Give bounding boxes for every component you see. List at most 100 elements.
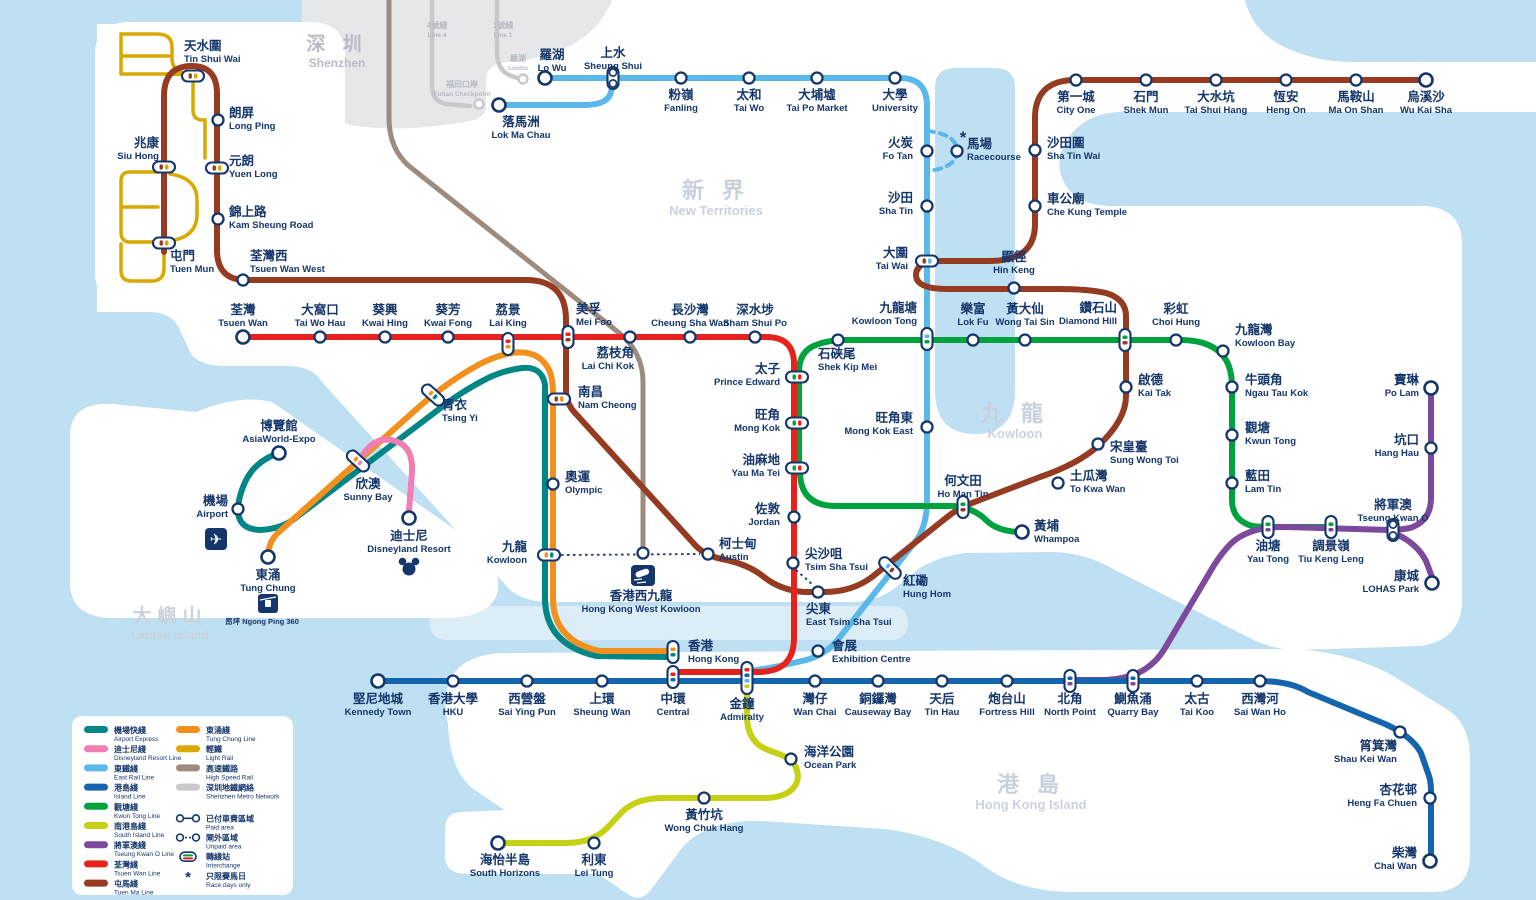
station-marker-tin-shui-wai[interactable] (180, 69, 206, 83)
station-marker-wan-chai[interactable] (808, 674, 822, 688)
station-marker-siu-hong[interactable] (151, 160, 177, 174)
station-marker-kowloon[interactable] (536, 548, 562, 562)
station-marker-east-tsim-sha-tsui[interactable] (811, 585, 825, 599)
station-marker-lam-tin[interactable] (1225, 476, 1239, 490)
station-marker-choi-hung[interactable] (1169, 333, 1183, 347)
station-marker-airport[interactable] (231, 502, 245, 516)
station-marker-tung-chung[interactable] (260, 549, 276, 565)
station-marker-tsuen-wan-west[interactable] (236, 273, 250, 287)
station-marker-tai-po-market[interactable] (810, 71, 824, 85)
station-marker-cheung-sha-wan[interactable] (683, 330, 697, 344)
station-marker-wong-chuk-hang[interactable] (697, 791, 711, 805)
station-marker-racecourse[interactable] (950, 144, 964, 158)
station-marker-tin-hau[interactable] (935, 674, 949, 688)
station-marker-fanling[interactable] (674, 71, 688, 85)
station-marker-sung-wong-toi[interactable] (1091, 437, 1105, 451)
station-marker-lok-ma-chau[interactable] (491, 97, 507, 113)
station-marker-sheung-shui[interactable] (606, 65, 620, 91)
station-marker-yuen-long[interactable] (204, 161, 230, 175)
station-marker-wu-kai-sha[interactable] (1418, 72, 1434, 88)
station-marker-olympic[interactable] (546, 477, 560, 491)
station-marker-kowloon-tong[interactable] (920, 326, 934, 352)
station-marker-shek-mun[interactable] (1139, 73, 1153, 87)
station-marker-kai-tak[interactable] (1119, 380, 1133, 394)
station-marker-central[interactable] (666, 664, 680, 690)
station-marker-yau-ma-tei[interactable] (784, 461, 810, 475)
station-marker-asiaworld-expo[interactable] (271, 445, 287, 461)
station-marker-hang-hau[interactable] (1424, 441, 1438, 455)
station-marker-tai-koo[interactable] (1190, 674, 1204, 688)
station-marker-tai-wai[interactable] (914, 254, 940, 268)
station-marker-hin-keng[interactable] (1007, 281, 1021, 295)
station-marker-sha-tin[interactable] (920, 199, 934, 213)
station-marker-fo-tan[interactable] (920, 144, 934, 158)
station-marker-austin[interactable] (701, 547, 715, 561)
station-marker-long-ping[interactable] (211, 113, 225, 127)
station-marker-lok-fu[interactable] (966, 333, 980, 347)
station-marker-tai-shui-hang[interactable] (1209, 73, 1223, 87)
station-marker-heng-fa-chuen[interactable] (1423, 791, 1437, 805)
station-marker-quarry-bay[interactable] (1126, 668, 1140, 694)
station-marker-hung-hom[interactable] (877, 555, 903, 581)
station-marker-hong-kong-west-kowloon[interactable] (636, 546, 650, 560)
station-marker-sham-shui-po[interactable] (748, 330, 762, 344)
station-marker-chai-wan[interactable] (1422, 853, 1438, 869)
station-marker-tuen-mun[interactable] (151, 236, 177, 250)
station-marker-to-kwa-wan[interactable] (1051, 476, 1065, 490)
station-marker-diamond-hill[interactable] (1118, 327, 1132, 353)
station-marker-south-horizons[interactable] (490, 835, 506, 851)
station-marker-city-one[interactable] (1069, 73, 1083, 87)
station-marker-kwai-hing[interactable] (378, 330, 392, 344)
station-marker-che-kung-temple[interactable] (1028, 199, 1042, 213)
station-marker-wong-tai-sin[interactable] (1018, 333, 1032, 347)
station-marker-yau-tong[interactable] (1261, 514, 1275, 540)
station-marker-lei-tung[interactable] (587, 836, 601, 850)
station-marker-lohas-park[interactable] (1424, 575, 1440, 591)
station-marker-university[interactable] (888, 71, 902, 85)
station-marker-shek-kip-mei[interactable] (831, 333, 845, 347)
station-marker-tai-wo-hau[interactable] (313, 330, 327, 344)
station-marker-po-lam[interactable] (1423, 380, 1439, 396)
station-marker-tsing-yi[interactable] (420, 382, 447, 408)
station-marker-nam-cheong[interactable] (546, 392, 572, 406)
station-marker-tseung-kwan-o[interactable] (1386, 517, 1400, 543)
station-marker-mong-kok-east[interactable] (920, 420, 934, 434)
station-marker-disneyland-resort[interactable] (401, 510, 417, 526)
station-marker-sai-wan-ho[interactable] (1253, 674, 1267, 688)
station-marker-kowloon-bay[interactable] (1216, 344, 1230, 358)
station-marker-whampoa[interactable] (1014, 524, 1030, 540)
station-marker-lai-chi-kok[interactable] (623, 330, 637, 344)
station-marker-jordan[interactable] (787, 510, 801, 524)
station-marker-ocean-park[interactable] (784, 752, 798, 766)
station-marker-sheung-wan[interactable] (595, 674, 609, 688)
station-marker-hku[interactable] (446, 674, 460, 688)
station-marker-sunny-bay[interactable] (345, 448, 372, 474)
station-marker-tai-wo[interactable] (742, 71, 756, 85)
station-marker-north-point[interactable] (1063, 668, 1077, 694)
station-marker-hong-kong[interactable] (666, 639, 680, 665)
station-marker-tsuen-wan[interactable] (235, 329, 251, 345)
station-marker-fortress-hill[interactable] (1000, 674, 1014, 688)
station-marker-sai-ying-pun[interactable] (520, 674, 534, 688)
station-marker-ma-on-shan[interactable] (1349, 73, 1363, 87)
station-marker-exhibition-centre[interactable] (811, 644, 825, 658)
station-marker-mei-foo[interactable] (561, 324, 575, 350)
station-marker-tsim-sha-tsui[interactable] (786, 556, 800, 570)
station-marker-lo-wu[interactable] (537, 70, 553, 86)
station-marker-tiu-keng-leng[interactable] (1324, 514, 1338, 540)
station-marker-ngau-tau-kok[interactable] (1225, 380, 1239, 394)
station-marker-lai-king[interactable] (501, 331, 515, 357)
station-marker-admiralty[interactable] (740, 660, 754, 696)
station-marker-kwai-fong[interactable] (441, 330, 455, 344)
station-marker-kwun-tong[interactable] (1225, 428, 1239, 442)
station-marker-causeway-bay[interactable] (871, 674, 885, 688)
station-marker-sha-tin-wai[interactable] (1028, 143, 1042, 157)
station-marker-kam-sheung-road[interactable] (211, 212, 225, 226)
station-marker-shau-kei-wan[interactable] (1393, 725, 1407, 739)
station-marker-mong-kok[interactable] (784, 416, 810, 430)
station-marker-heng-on[interactable] (1279, 73, 1293, 87)
station-marker-kennedy-town[interactable] (370, 673, 386, 689)
station-marker-prince-edward[interactable] (784, 370, 810, 384)
station-marker-ho-man-tin[interactable] (956, 494, 970, 520)
